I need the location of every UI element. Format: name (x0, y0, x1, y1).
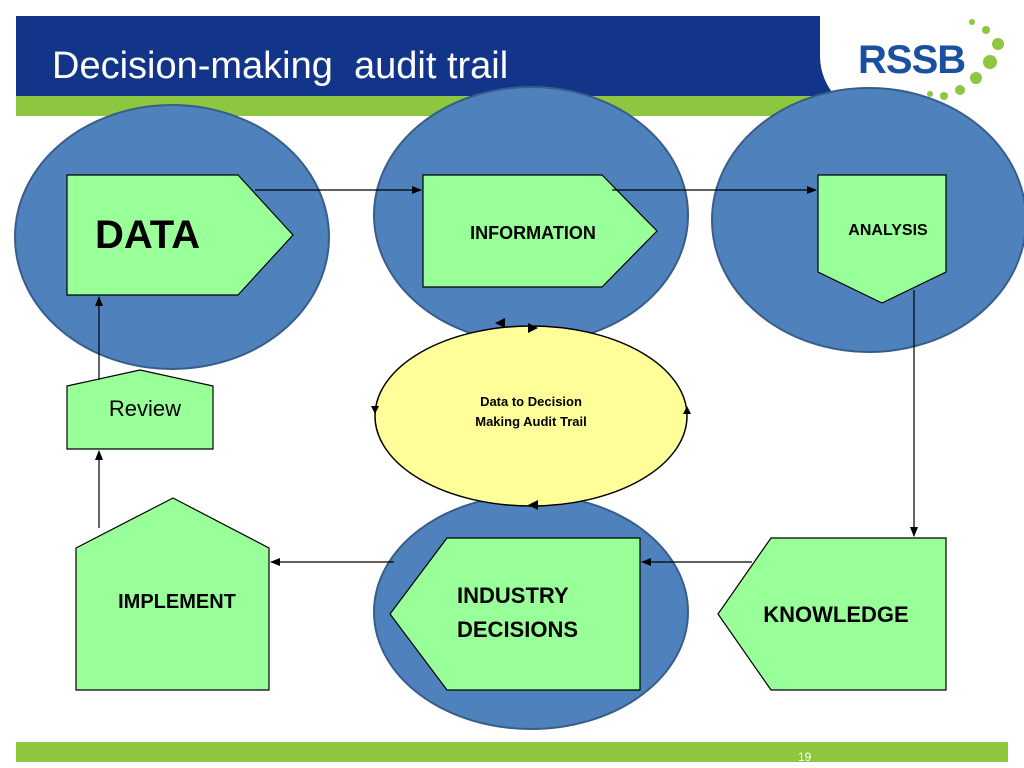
implement-box (75, 497, 270, 691)
page-number: 19 (798, 750, 812, 764)
knowledge-box (717, 537, 947, 691)
industry-decisions-label-line2: DECISIONS (457, 617, 578, 642)
cycle-arrowhead-top-right (528, 323, 538, 333)
data-label: DATA (95, 213, 200, 257)
review-label: Review (109, 396, 181, 421)
cycle-arrowhead-bottom (528, 500, 538, 510)
footer-band (16, 742, 1008, 762)
industry-decisions-box (389, 537, 641, 691)
cycle-arrowhead-top-left (495, 318, 505, 328)
knowledge-label: KNOWLEDGE (763, 602, 908, 627)
center-label-line2: Making Audit Trail (475, 414, 586, 429)
analysis-box (817, 174, 947, 304)
review-box (66, 369, 214, 450)
data-box (66, 174, 294, 296)
analysis-label: ANALYSIS (848, 222, 928, 239)
cycle-arrowhead-right (683, 406, 691, 414)
cycle-arrowhead-left (371, 406, 379, 414)
industry-decisions-label-line1: INDUSTRY (457, 583, 569, 608)
rssb-logo: RSSB (858, 38, 966, 82)
center-label-line1: Data to Decision (480, 394, 582, 409)
slide-title: Decision-making audit trail (52, 45, 509, 87)
information-box (422, 174, 658, 288)
implement-label: IMPLEMENT (118, 591, 236, 613)
information-label: INFORMATION (470, 223, 596, 243)
logo-dots-icon (927, 19, 1004, 100)
